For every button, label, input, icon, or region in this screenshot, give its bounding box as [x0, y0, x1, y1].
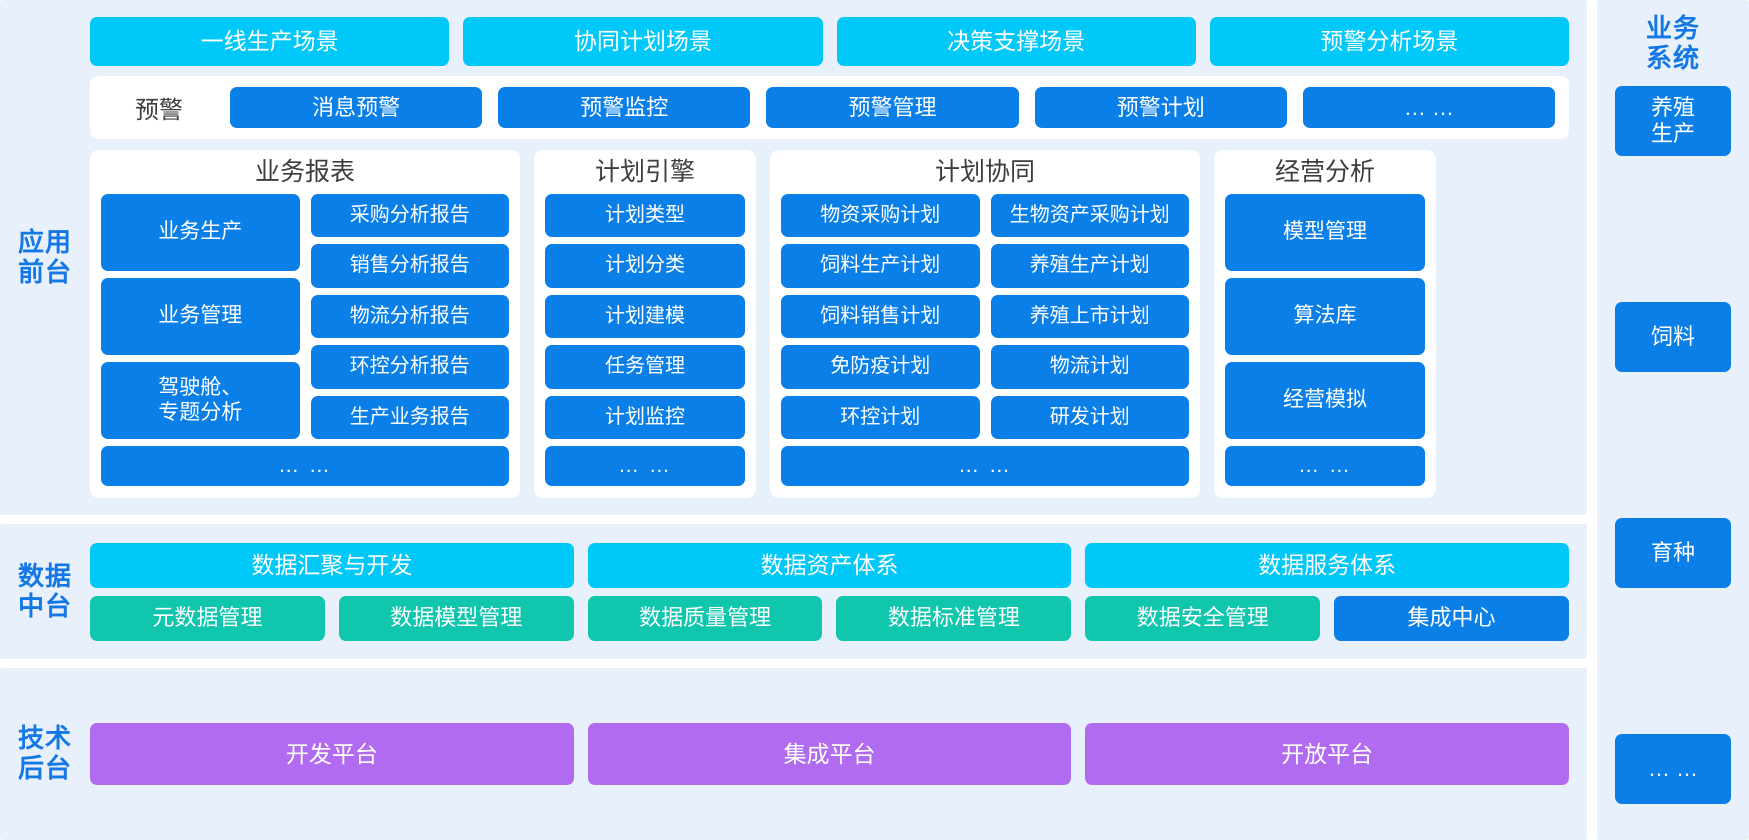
scenario-row: 一线生产场景 协同计划场景 决策支撑场景 预警分析场景 — [90, 17, 1569, 67]
module-item-business-management[interactable]: 业务管理 — [101, 277, 300, 356]
module-item-material-purchase-plan[interactable]: 物资采购计划 — [781, 193, 980, 238]
module-item-algorithm-library[interactable]: 算法库 — [1225, 277, 1425, 356]
module-card-business-reports: 业务报表 业务生产 业务管理 驾驶舱、 专题分析 采购分析报告 — [90, 150, 520, 499]
scenario-item-0[interactable]: 一线生产场景 — [90, 17, 450, 67]
module-card-plan-engine: 计划引擎 计划类型 计划分类 计划建模 任务管理 计划监控 — [534, 150, 756, 499]
warning-item-2[interactable]: 预警管理 — [766, 87, 1019, 129]
data-item-quality-management[interactable]: 数据质量管理 — [587, 595, 823, 641]
tech-item-open-platform[interactable]: 开放平台 — [1085, 723, 1570, 786]
warning-item-3[interactable]: 预警计划 — [1034, 87, 1287, 129]
tech-platform-body: 开发平台 集成平台 开放平台 — [90, 723, 1587, 786]
module-item-task-management[interactable]: 任务管理 — [545, 345, 745, 389]
scenario-item-3[interactable]: 预警分析场景 — [1209, 17, 1569, 67]
application-band-body: 一线生产场景 协同计划场景 决策支撑场景 预警分析场景 预警 消息预警 预警监控… — [90, 17, 1587, 499]
module-card-plan-collaboration: 计划协同 物资采购计划 饲料生产计划 饲料销售计划 免防疫计划 环控计划 — [770, 150, 1200, 499]
module-item-environment-control-plan[interactable]: 环控计划 — [781, 395, 980, 440]
business-system-item-breeding-production[interactable]: 养殖 生产 — [1615, 85, 1731, 156]
module-item-model-management[interactable]: 模型管理 — [1225, 193, 1425, 271]
module-item-rnd-plan[interactable]: 研发计划 — [990, 395, 1189, 440]
module-item-immunization-plan[interactable]: 免防疫计划 — [781, 345, 980, 389]
data-platform-band: 数据 中台 数据汇聚与开发 数据资产体系 数据服务体系 元数据管理 数据模型管理… — [0, 524, 1587, 660]
module-footer-plan-engine[interactable]: … … — [545, 446, 745, 487]
module-col-left-business-reports: 业务生产 业务管理 驾驶舱、 专题分析 — [101, 193, 300, 440]
module-item-sales-analysis-report[interactable]: 销售分析报告 — [310, 244, 509, 288]
module-item-business-simulation[interactable]: 经营模拟 — [1225, 362, 1425, 440]
data-platform-row-2: 元数据管理 数据模型管理 数据质量管理 数据标准管理 数据安全管理 集成中心 — [90, 595, 1569, 641]
business-systems-items: 养殖 生产 饲料 育种 … … — [1615, 85, 1731, 840]
band-label-data-platform: 数据 中台 — [17, 560, 72, 621]
warning-item-0[interactable]: 消息预警 — [230, 87, 483, 129]
business-systems-column: 业务 系统 养殖 生产 饲料 育种 … … — [1587, 0, 1749, 840]
tech-item-development-platform[interactable]: 开发平台 — [90, 723, 574, 786]
module-col-right-plan-collaboration: 生物资产采购计划 养殖生产计划 养殖上市计划 物流计划 研发计划 — [990, 193, 1189, 440]
module-item-logistics-analysis-report[interactable]: 物流分析报告 — [310, 294, 509, 339]
module-item-plan-type[interactable]: 计划类型 — [545, 193, 745, 238]
module-title-plan-engine: 计划引擎 — [594, 158, 695, 187]
warning-item-1[interactable]: 预警监控 — [498, 87, 751, 129]
data-item-model-management[interactable]: 数据模型管理 — [338, 595, 574, 641]
band-label-application: 应用 前台 — [17, 226, 72, 287]
band-label-tech-platform: 技术 后台 — [17, 723, 72, 784]
module-item-environment-analysis-report[interactable]: 环控分析报告 — [310, 345, 509, 389]
module-item-feed-sales-plan[interactable]: 饲料销售计划 — [781, 294, 980, 339]
data-item-asset-system[interactable]: 数据资产体系 — [587, 542, 1072, 588]
module-title-business-reports: 业务报表 — [254, 158, 355, 187]
data-item-metadata-management[interactable]: 元数据管理 — [90, 595, 325, 641]
business-systems-title: 业务 系统 — [1645, 13, 1700, 73]
data-item-security-management[interactable]: 数据安全管理 — [1085, 595, 1321, 641]
warning-item-more[interactable]: … … — [1302, 87, 1556, 129]
data-item-service-system[interactable]: 数据服务体系 — [1085, 542, 1570, 588]
module-col-left-plan-collaboration: 物资采购计划 饲料生产计划 饲料销售计划 免防疫计划 环控计划 — [781, 193, 980, 440]
module-col-plan-engine: 计划类型 计划分类 计划建模 任务管理 计划监控 — [545, 193, 745, 440]
data-item-standard-management[interactable]: 数据标准管理 — [836, 595, 1072, 641]
module-card-business-analysis: 经营分析 模型管理 算法库 经营模拟 … … — [1214, 150, 1436, 499]
module-footer-business-reports[interactable]: … … — [101, 446, 509, 487]
module-item-breeding-market-plan[interactable]: 养殖上市计划 — [990, 294, 1189, 339]
data-platform-body: 数据汇聚与开发 数据资产体系 数据服务体系 元数据管理 数据模型管理 数据质量管… — [90, 542, 1587, 641]
warning-title: 预警 — [135, 97, 183, 125]
tech-item-integration-platform[interactable]: 集成平台 — [587, 723, 1072, 786]
module-item-bio-asset-purchase-plan[interactable]: 生物资产采购计划 — [990, 193, 1189, 238]
tech-platform-band: 技术 后台 开发平台 集成平台 开放平台 — [0, 668, 1587, 840]
scenario-item-1[interactable]: 协同计划场景 — [463, 17, 823, 67]
module-item-plan-modeling[interactable]: 计划建模 — [545, 294, 745, 339]
business-system-item-breeding[interactable]: 育种 — [1615, 517, 1731, 588]
data-item-integration-center[interactable]: 集成中心 — [1334, 595, 1569, 641]
business-systems-band: 业务 系统 养殖 生产 饲料 育种 … … — [1597, 0, 1749, 840]
business-system-item-feed[interactable]: 饲料 — [1615, 301, 1731, 372]
module-col-business-analysis: 模型管理 算法库 经营模拟 — [1225, 193, 1425, 440]
main-column: 应用 前台 一线生产场景 协同计划场景 决策支撑场景 预警分析场景 预警 消息预… — [0, 0, 1587, 840]
module-item-cockpit-topic-analysis[interactable]: 驾驶舱、 专题分析 — [101, 362, 300, 440]
data-platform-row-1: 数据汇聚与开发 数据资产体系 数据服务体系 — [90, 542, 1570, 588]
module-title-plan-collaboration: 计划协同 — [934, 158, 1035, 187]
data-item-aggregation-development[interactable]: 数据汇聚与开发 — [90, 542, 574, 588]
scenario-item-2[interactable]: 决策支撑场景 — [836, 17, 1196, 67]
module-item-feed-production-plan[interactable]: 饲料生产计划 — [781, 244, 980, 288]
module-item-purchase-analysis-report[interactable]: 采购分析报告 — [310, 193, 509, 238]
module-title-business-analysis: 经营分析 — [1274, 158, 1375, 187]
module-item-plan-monitoring[interactable]: 计划监控 — [545, 395, 745, 440]
module-footer-business-analysis[interactable]: … … — [1225, 446, 1425, 487]
warning-card: 预警 消息预警 预警监控 预警管理 预警计划 … … — [90, 76, 1569, 140]
module-footer-plan-collaboration[interactable]: … … — [781, 446, 1189, 487]
module-item-production-business-report[interactable]: 生产业务报告 — [310, 395, 509, 440]
module-item-breeding-production-plan[interactable]: 养殖生产计划 — [990, 244, 1189, 288]
module-item-business-production[interactable]: 业务生产 — [101, 193, 300, 271]
module-item-plan-category[interactable]: 计划分类 — [545, 244, 745, 288]
application-front-band: 应用 前台 一线生产场景 协同计划场景 决策支撑场景 预警分析场景 预警 消息预… — [0, 0, 1587, 516]
business-system-item-more[interactable]: … … — [1615, 733, 1731, 804]
module-row: 业务报表 业务生产 业务管理 驾驶舱、 专题分析 采购分析报告 — [90, 150, 1569, 499]
module-col-right-business-reports: 采购分析报告 销售分析报告 物流分析报告 环控分析报告 生产业务报告 — [310, 193, 509, 440]
tech-platform-row: 开发平台 集成平台 开放平台 — [90, 723, 1570, 786]
module-item-logistics-plan[interactable]: 物流计划 — [990, 345, 1189, 389]
